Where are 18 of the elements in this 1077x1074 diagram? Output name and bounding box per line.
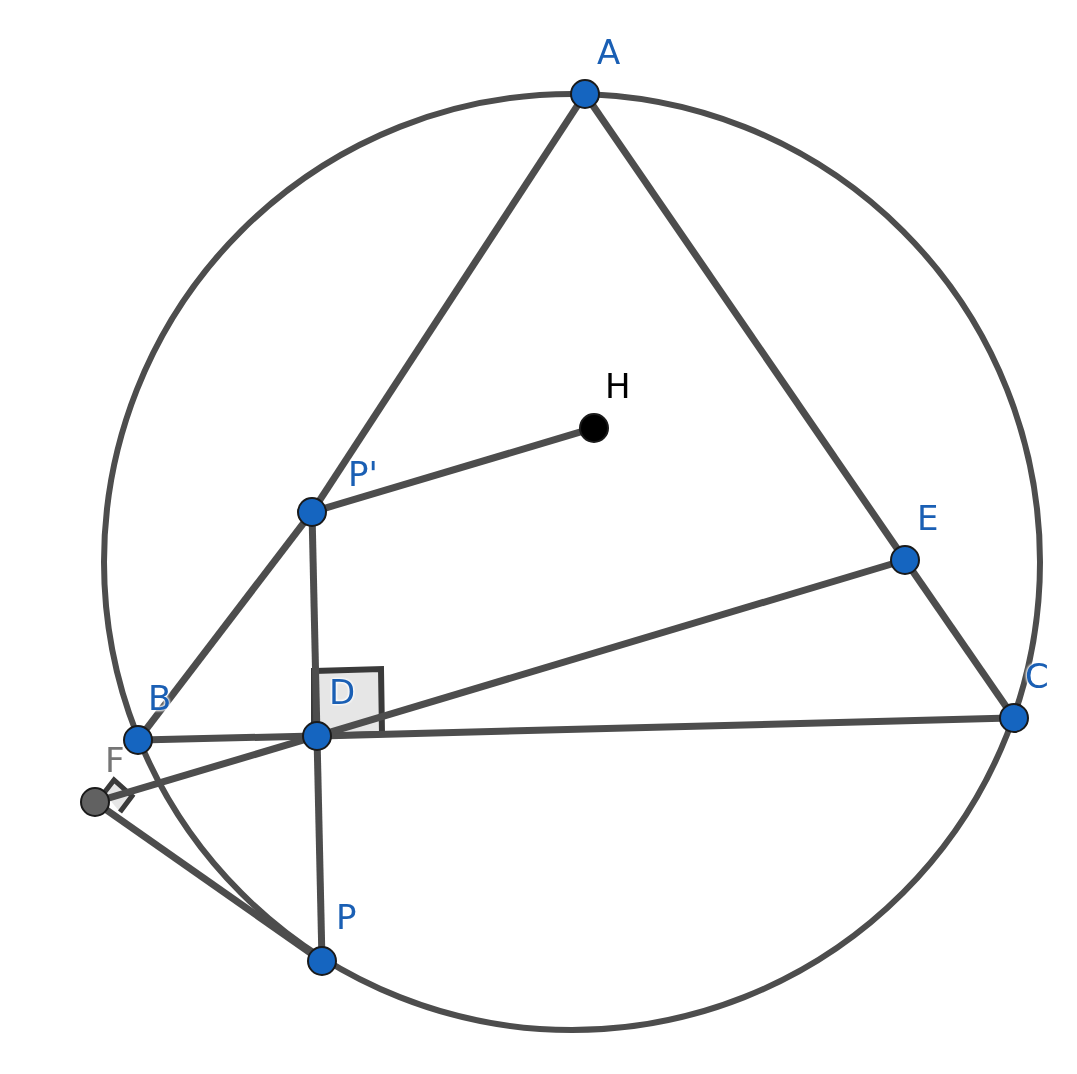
point-label: H	[605, 366, 631, 406]
point-label: A	[597, 32, 621, 72]
point-label: P'	[348, 454, 378, 494]
point-label: E	[917, 498, 939, 538]
line-segment	[143, 520, 307, 732]
line-segment	[328, 560, 894, 736]
line-segment	[909, 568, 1010, 710]
line-segment	[316, 102, 581, 504]
line-segment	[589, 102, 901, 552]
line-segment	[313, 748, 326, 949]
line-segment	[308, 524, 321, 724]
point-label: D	[329, 672, 356, 712]
point-label: C	[1025, 656, 1049, 696]
line-segment	[106, 736, 306, 802]
point-label: B	[148, 678, 172, 718]
point-label: P	[336, 897, 357, 937]
point-label: F	[105, 740, 125, 780]
line-segment	[323, 428, 583, 512]
